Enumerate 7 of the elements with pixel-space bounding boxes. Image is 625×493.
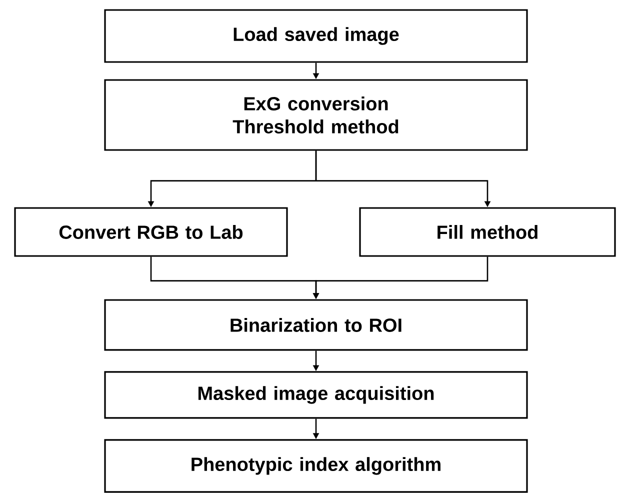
process-box: Binarization to ROI [104, 299, 528, 351]
process-box: Phenotypic index algorithm [104, 439, 528, 493]
process-box: Fill method [359, 207, 616, 257]
process-box: Convert RGB to Lab [14, 207, 288, 257]
process-box: Masked image acquisition [104, 371, 528, 419]
process-box: ExG conversion Threshold method [104, 79, 528, 151]
process-box: Load saved image [104, 9, 528, 63]
